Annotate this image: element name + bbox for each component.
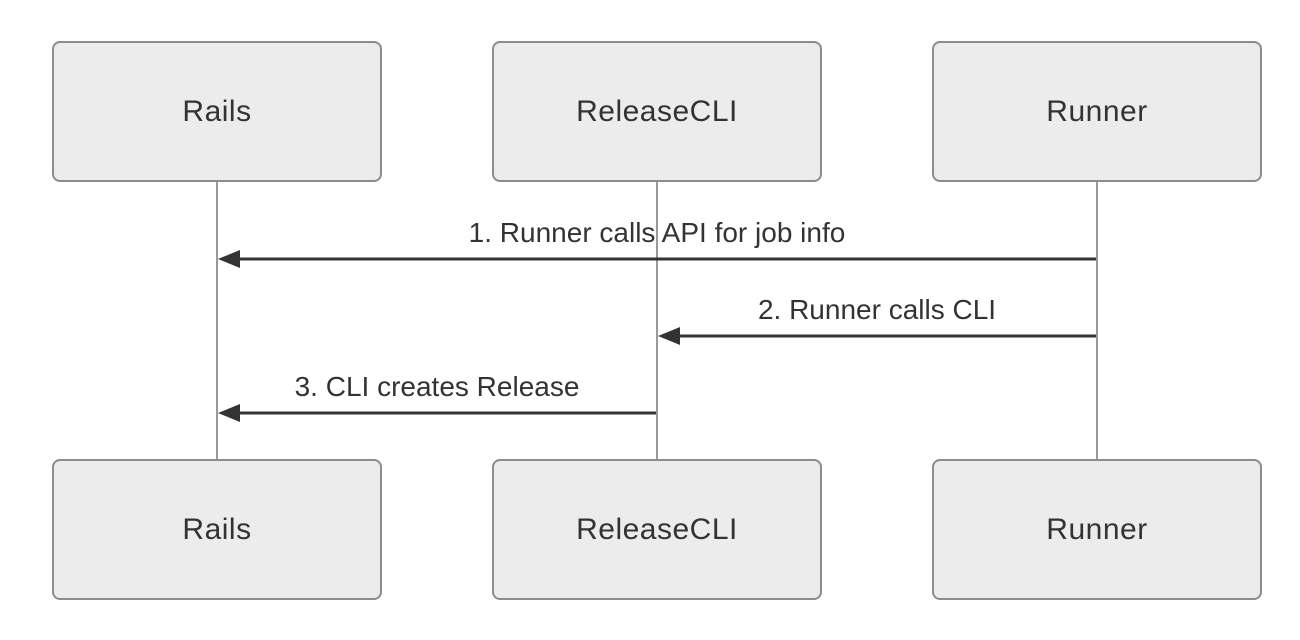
- actor-box-runner-top: Runner: [932, 41, 1262, 182]
- actor-box-runner-bottom: Runner: [932, 459, 1262, 600]
- actor-box-releasecli-bottom: ReleaseCLI: [492, 459, 822, 600]
- arrowhead-icon: [658, 327, 680, 345]
- actor-label-rails: Rails: [182, 94, 252, 128]
- actor-label-runner: Runner: [1046, 512, 1148, 546]
- actor-label-runner: Runner: [1046, 94, 1148, 128]
- arrowhead-icon: [218, 250, 240, 268]
- actor-box-rails-top: Rails: [52, 41, 382, 182]
- actor-box-rails-bottom: Rails: [52, 459, 382, 600]
- actor-box-releasecli-top: ReleaseCLI: [492, 41, 822, 182]
- actor-label-releasecli: ReleaseCLI: [576, 94, 738, 128]
- actor-label-rails: Rails: [182, 512, 252, 546]
- arrowhead-icon: [218, 404, 240, 422]
- message-arrow-1: [218, 250, 1096, 268]
- message-arrow-3: [218, 404, 656, 422]
- message-label-3: 3. CLI creates Release: [294, 371, 580, 402]
- message-label-1: 1. Runner calls API for job info: [468, 217, 846, 248]
- message-arrow-2: [658, 327, 1096, 345]
- actor-label-releasecli: ReleaseCLI: [576, 512, 738, 546]
- message-label-2: 2. Runner calls CLI: [757, 294, 997, 325]
